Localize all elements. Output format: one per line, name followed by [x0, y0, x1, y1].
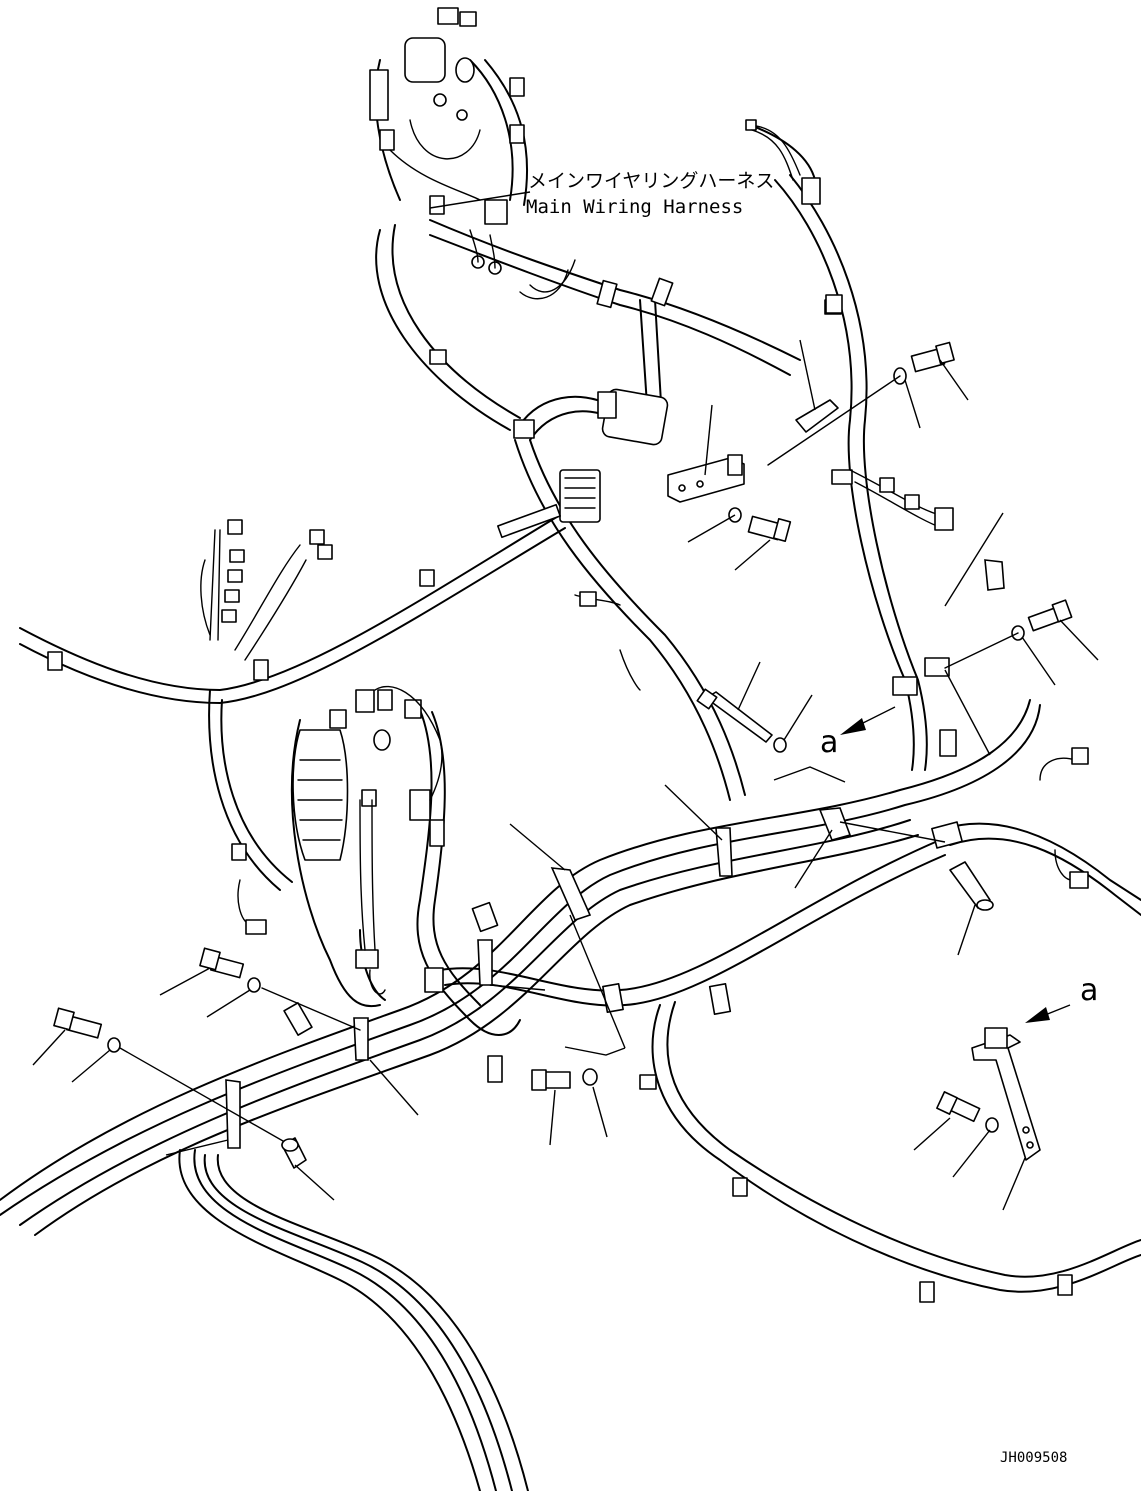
harness-upper-loop [375, 219, 801, 441]
view-arrows [840, 706, 1071, 1023]
upper-right-connector [745, 119, 821, 205]
fasteners [53, 341, 1073, 1169]
harness-center-coil [291, 709, 521, 1036]
harness-top [374, 59, 816, 206]
view-arrow-detail-head [1025, 1007, 1050, 1023]
long-bolt [696, 688, 787, 753]
bolt-lower-left-2 [53, 1007, 291, 1146]
drawing-code: JH009508 [1000, 1450, 1067, 1466]
bolt-lower-center [531, 1068, 598, 1091]
harness-bundles [0, 59, 1141, 1491]
view-marker-a-detail: a [1080, 973, 1098, 1008]
harness-diagonal [514, 439, 746, 801]
harness-right-vertical [774, 174, 928, 771]
harness-label-english: Main Wiring Harness [526, 196, 743, 218]
top-connector-cluster [369, 7, 576, 300]
bolt-upper-right [767, 341, 955, 466]
left-connector-cluster [200, 519, 333, 661]
harness-left-branch [19, 514, 566, 891]
bolt-detail-a [936, 1091, 999, 1133]
spacer-right [949, 861, 994, 911]
spacer-lower-left [281, 1137, 307, 1169]
center-connector-block [497, 388, 669, 539]
bolt-lower-left-1 [199, 947, 361, 1031]
view-arrow-right-head [840, 718, 866, 735]
bolt-right-mid [944, 599, 1073, 669]
coil-connector-cluster [237, 591, 641, 995]
clips [225, 559, 1005, 1149]
right-side-connectors [849, 469, 1089, 889]
view-marker-a-right: a [820, 725, 838, 760]
harness-label-japanese: メインワイヤリングハーネス [528, 170, 774, 192]
brackets [667, 399, 1041, 1161]
harness-main-trunk [0, 699, 1041, 1236]
harness-lower-left [178, 1149, 529, 1491]
bolt-bracket [728, 507, 792, 543]
leader-lines [32, 191, 1099, 1211]
harness-lower-right [439, 822, 1141, 1293]
harness-bands [47, 277, 1073, 1303]
